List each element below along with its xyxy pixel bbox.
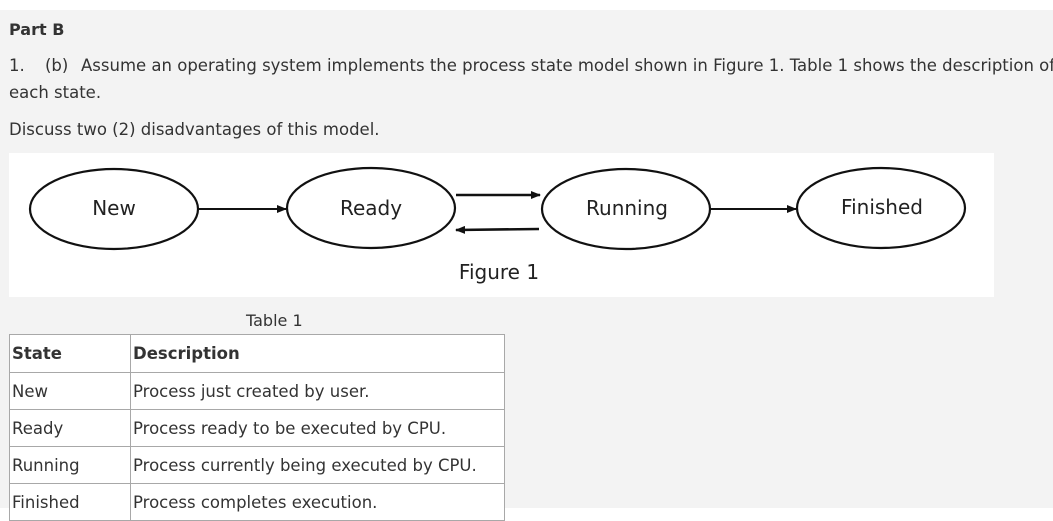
table-cell-description: Process ready to be executed by CPU.	[130, 409, 505, 447]
discuss-instruction: Discuss two (2) disadvantages of this mo…	[9, 120, 380, 139]
question-text-line2: each state.	[9, 83, 102, 102]
table-row: Ready Process ready to be executed by CP…	[9, 409, 505, 447]
question-text: 1. (b) Assume an operating system implemen…	[9, 56, 1053, 75]
state-node-finished: Finished	[795, 166, 967, 250]
question-subpart: (b)	[45, 56, 69, 75]
question-number: 1.	[9, 56, 25, 75]
question-text-line1: Assume an operating system implements th…	[81, 56, 1053, 75]
table-header-description: Description	[130, 334, 505, 373]
state-label-finished: Finished	[841, 195, 923, 219]
state-node-new: New	[28, 167, 200, 251]
table-cell-description: Process completes execution.	[130, 483, 505, 521]
table-cell-description: Process just created by user.	[130, 372, 505, 410]
state-label-ready: Ready	[340, 196, 402, 220]
figure-caption: Figure 1	[459, 260, 539, 284]
table-row: Running Process currently being executed…	[9, 446, 505, 484]
table-caption: Table 1	[246, 311, 303, 330]
part-title: Part B	[9, 20, 65, 39]
table-cell-state: Ready	[9, 409, 131, 447]
table-row: New Process just created by user.	[9, 372, 505, 410]
table-cell-state: New	[9, 372, 131, 410]
state-label-new: New	[92, 196, 136, 220]
table-cell-state: Finished	[9, 483, 131, 521]
table-header-row: State Description	[9, 334, 505, 373]
table-cell-description: Process currently being executed by CPU.	[130, 446, 505, 484]
state-label-running: Running	[586, 196, 668, 220]
state-description-table: State Description New Process just creat…	[9, 334, 505, 521]
state-node-ready: Ready	[285, 166, 457, 250]
table-header-state: State	[9, 334, 131, 373]
state-node-running: Running	[540, 167, 712, 251]
arrow-running-to-ready	[455, 225, 540, 234]
table-cell-state: Running	[9, 446, 131, 484]
figure-1-diagram: New Ready Running Finished Figure 1	[9, 153, 994, 297]
table-row: Finished Process completes execution.	[9, 483, 505, 521]
